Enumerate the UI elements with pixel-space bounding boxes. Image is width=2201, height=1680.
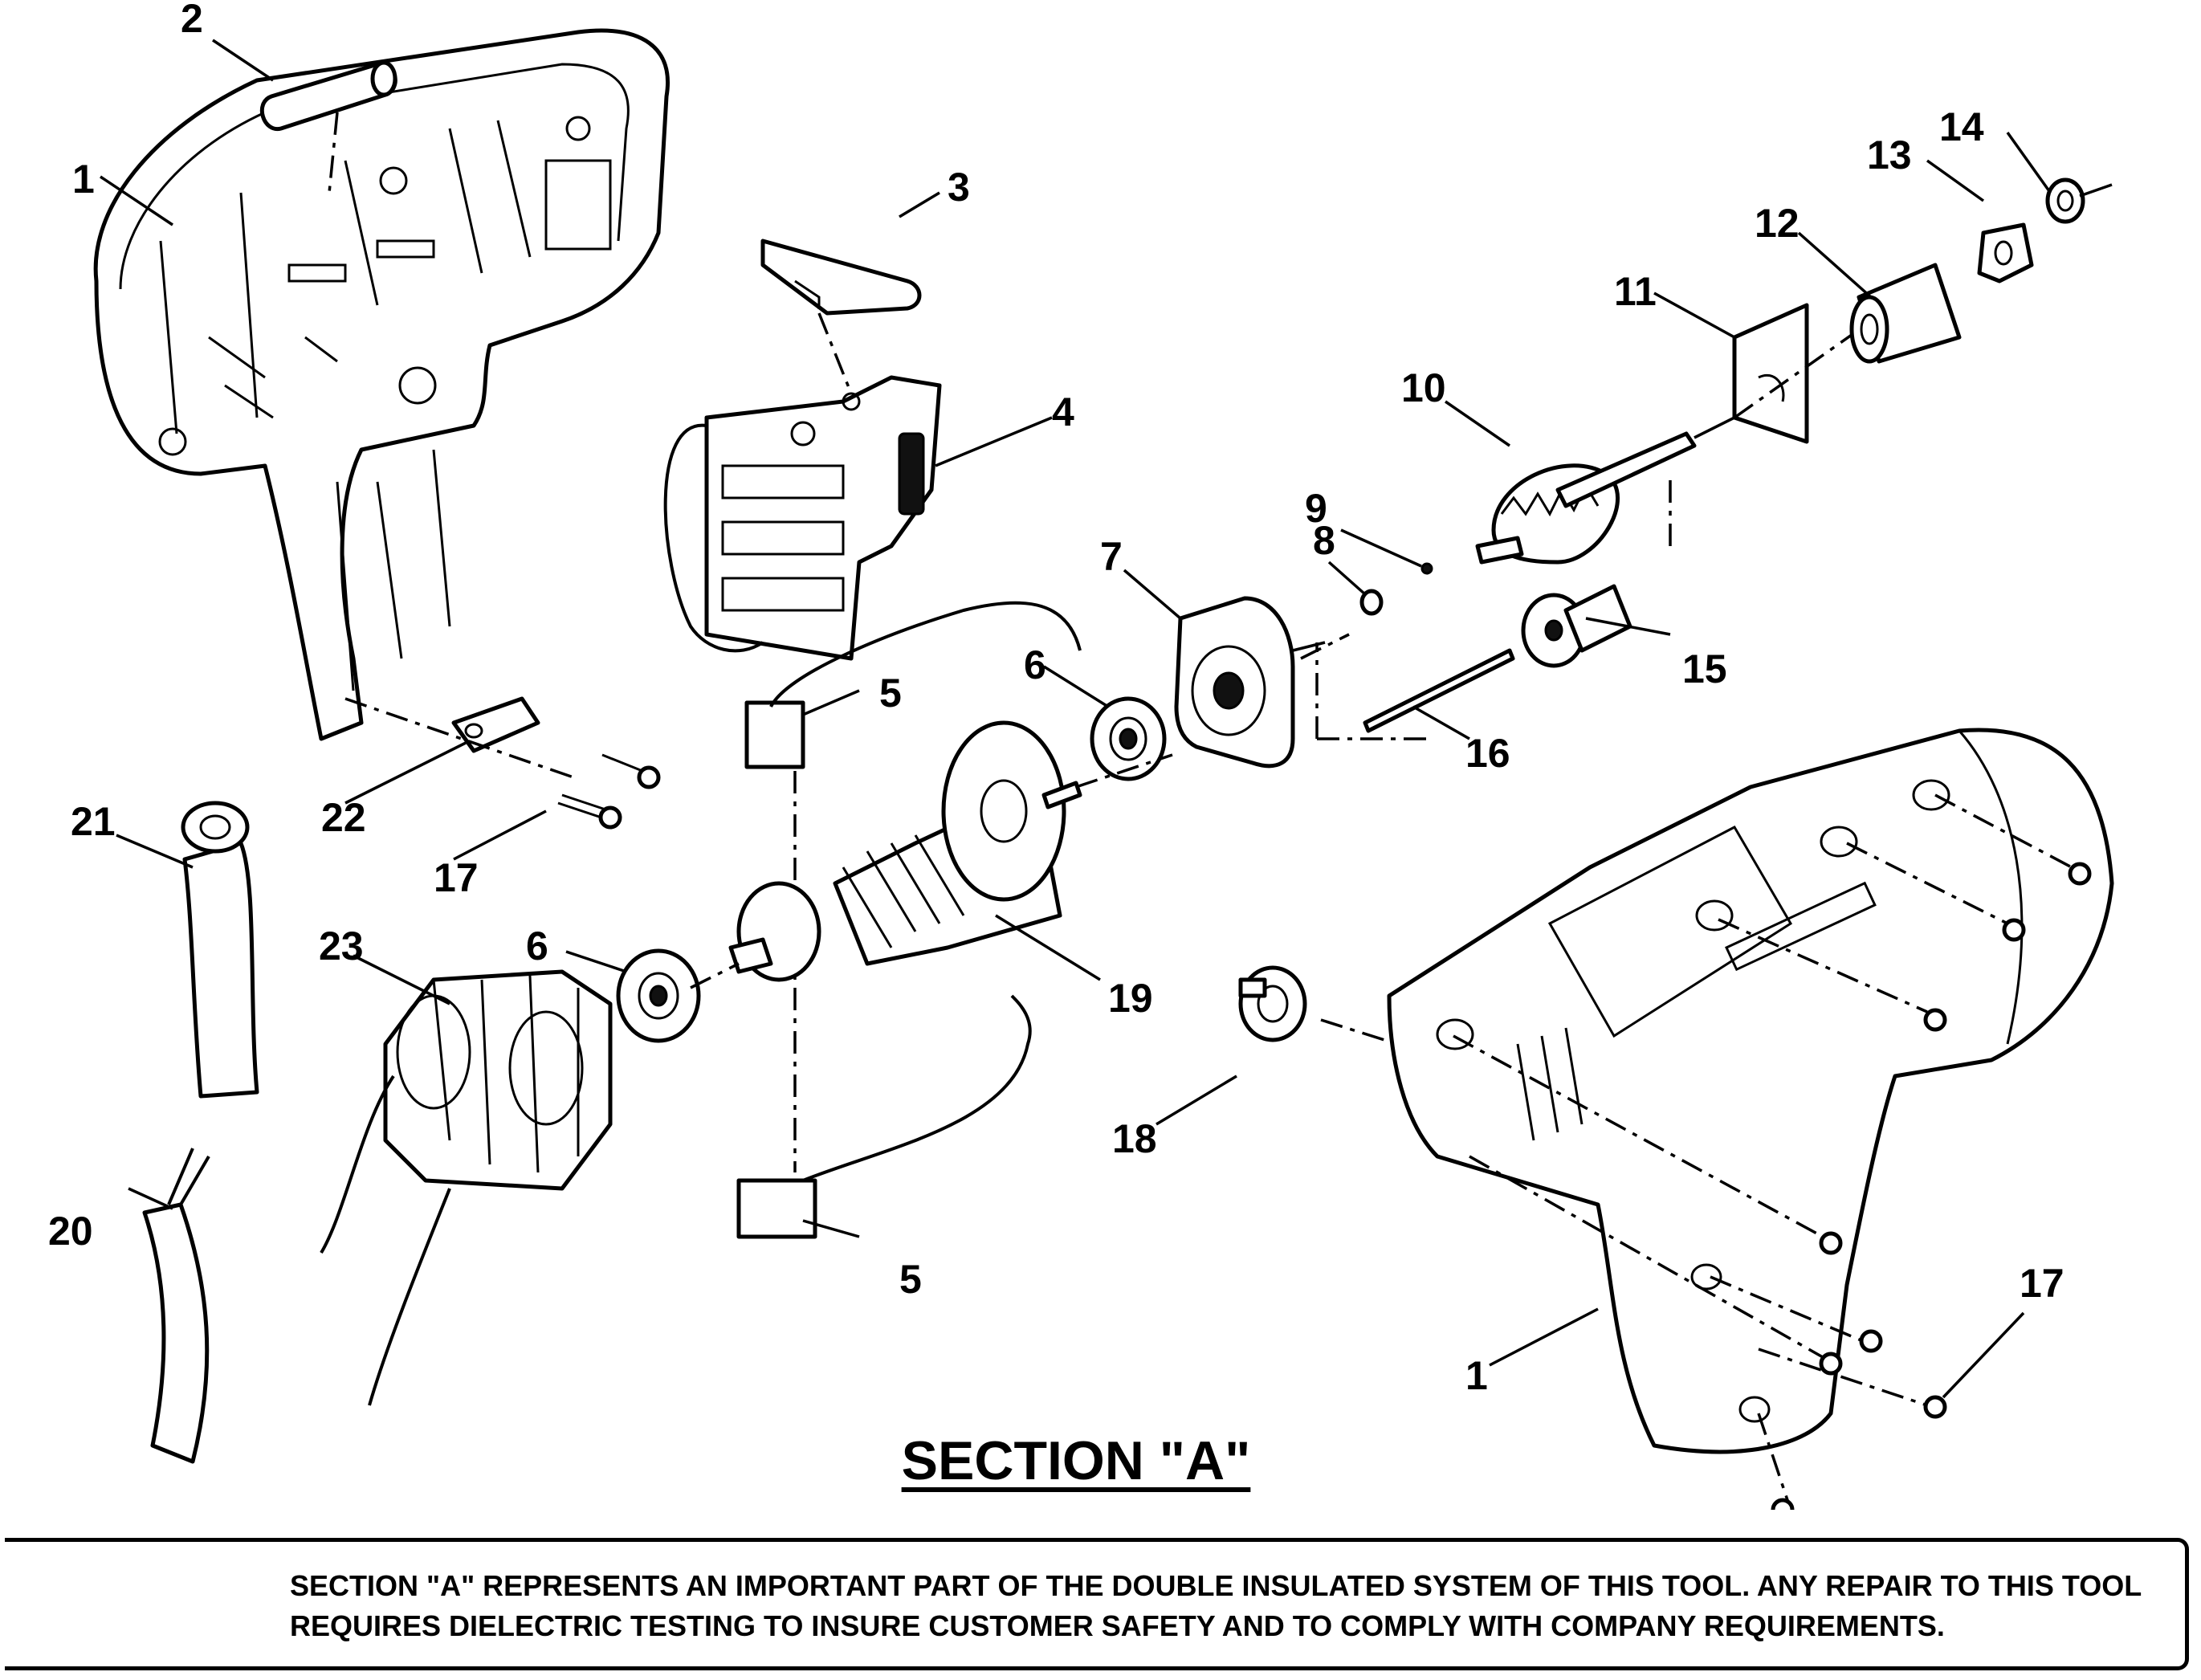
center-axis [690, 633, 1350, 989]
label-17-right: 17 [2020, 1261, 2064, 1306]
part-17-screw [557, 753, 661, 830]
part-2-cylinder [259, 60, 397, 194]
label-3: 3 [948, 165, 970, 210]
label-21: 21 [71, 799, 116, 844]
part-11-gear-cover [1732, 303, 1873, 444]
part-15-intermediate-gear [1315, 474, 1672, 740]
label-23: 23 [319, 924, 364, 968]
part-10-output-gear [1475, 416, 1735, 565]
part-21-strain-relief [181, 801, 259, 1099]
part-14-washer [2045, 177, 2113, 224]
label-13: 13 [1867, 133, 1912, 177]
notice-line-2: REQUIRES DIELECTRIC TESTING TO INSURE CU… [290, 1609, 1945, 1642]
label-10: 10 [1401, 365, 1446, 410]
notice-box: SECTION "A" REPRESENTS AN IMPORTANT PART… [5, 1538, 2189, 1670]
label-2: 2 [181, 0, 203, 41]
part-18-bushing [1238, 965, 1398, 1046]
part-9-small-ball [1420, 562, 1433, 575]
part-13-bracket [1977, 222, 2034, 283]
label-12: 12 [1755, 201, 1800, 246]
label-5-lower: 5 [899, 1257, 922, 1302]
label-1-left: 1 [72, 157, 95, 202]
part-5-brush-holder-lower [736, 771, 1032, 1239]
label-22: 22 [321, 795, 366, 840]
part-6-bearing-lower [616, 948, 701, 1043]
label-17-left: 17 [434, 855, 479, 900]
housing-left-half [93, 28, 670, 741]
part-6-bearing-upper [1090, 696, 1167, 781]
label-11: 11 [1614, 269, 1657, 314]
label-6-upper: 6 [1024, 642, 1046, 687]
label-16: 16 [1465, 731, 1510, 776]
label-5-upper: 5 [879, 671, 902, 716]
part-4-trigger-switch [663, 375, 942, 661]
part-3-switch-cover [760, 239, 922, 394]
label-19: 19 [1108, 976, 1153, 1021]
part-8-ball [1359, 589, 1384, 616]
section-title: SECTION "A" [901, 1430, 1251, 1491]
part-5-brush-holder-upper [744, 601, 1082, 769]
label-18: 18 [1112, 1116, 1157, 1161]
part-7-gear-plate [1174, 596, 1326, 769]
label-1-right: 1 [1465, 1353, 1488, 1398]
exploded-parts-diagram: 2 1 3 4 5 6 7 8 9 10 11 12 13 14 15 16 1… [48, 0, 2114, 1510]
part-20-cord [142, 1148, 210, 1464]
part-12-sleeve [1849, 263, 1962, 364]
leader-lines [100, 39, 2051, 1399]
label-9: 9 [1305, 486, 1327, 531]
housing-screws [1453, 793, 2092, 1510]
part-23-field-stator [320, 969, 613, 1406]
label-15: 15 [1682, 646, 1727, 691]
label-7: 7 [1100, 534, 1123, 579]
label-4: 4 [1052, 389, 1074, 434]
notice-line-1: SECTION "A" REPRESENTS AN IMPORTANT PART… [290, 1569, 2142, 1602]
label-8: 8 [1313, 518, 1335, 563]
label-6-lower: 6 [526, 924, 548, 968]
part-16-pin [1363, 648, 1515, 733]
label-20: 20 [48, 1209, 93, 1254]
housing-right-half [1387, 728, 2114, 1454]
part-22-cord-clamp [344, 696, 579, 781]
label-14: 14 [1939, 104, 1984, 149]
